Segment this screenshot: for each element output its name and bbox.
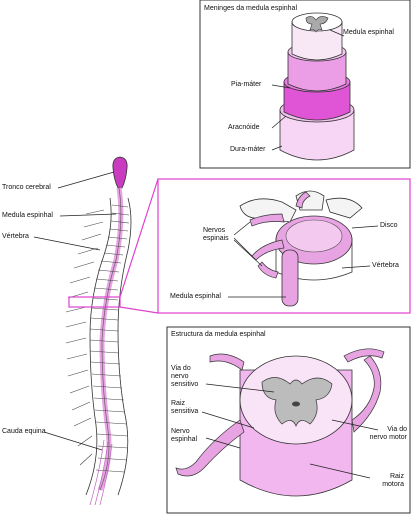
label-nervo-espinhal: Nervo espinhal (171, 428, 197, 444)
label-raiz-sens-1: Raiz (171, 400, 186, 407)
meninges-title: Meninges da medula espinhal (204, 5, 298, 12)
vertebra-illustration (239, 190, 363, 307)
label-nervos-espinais: Nervos espinais (203, 227, 229, 243)
label-raiz-sens-2: sensitiva (171, 408, 199, 415)
label-via-sens-2: nervo (171, 373, 189, 380)
meninges-illustration (279, 12, 355, 161)
spine-illustration (65, 156, 132, 506)
label-dura-mater: Dura-máter (230, 146, 266, 153)
label-disco: Disco (380, 222, 398, 229)
label-tronco-cerebral: Tronco cerebral (2, 184, 51, 191)
label-aracnoide: Aracnóide (228, 124, 260, 131)
label-via-motor: Via do nervo motor (361, 426, 407, 442)
label-via-sens-1: Via do (171, 365, 191, 372)
label-nervos-line1: Nervos (203, 227, 226, 234)
label-nervos-line2: espinais (203, 235, 229, 242)
label-detail-medula: Medula espinhal (170, 293, 221, 300)
label-cauda-equina: Cauda equina (2, 428, 46, 435)
brain-stem (112, 156, 128, 189)
label-via-motor-1: Via do (387, 426, 407, 433)
structure-title: Estructura da medula espinhal (171, 331, 266, 338)
label-medula-espinhal: Medula espinhal (2, 212, 53, 219)
label-nervo-1: Nervo (171, 428, 190, 435)
label-nervo-2: espinhal (171, 436, 198, 443)
label-raiz-motora-2: motora (382, 481, 404, 488)
spine-highlight-box (68, 296, 121, 308)
label-raiz-sensitiva: Raiz sensitiva (171, 400, 198, 416)
label-via-sensitivo: Via do nervo sensitivo (171, 365, 198, 389)
label-via-sens-3: sensitivo (171, 381, 199, 388)
label-pia-mater: Pia-máter (231, 81, 262, 88)
label-raiz-motora-1: Raiz (389, 473, 404, 480)
label-via-motor-2: nervo motor (369, 434, 407, 441)
label-meninges-medula: Medula espinhal (343, 29, 394, 36)
label-raiz-motora: Raiz motora (372, 473, 404, 489)
label-detail-vertebra: Vértebra (372, 262, 399, 269)
label-vertebra: Vértebra (2, 233, 29, 240)
cord-structure-illustration (175, 348, 385, 497)
